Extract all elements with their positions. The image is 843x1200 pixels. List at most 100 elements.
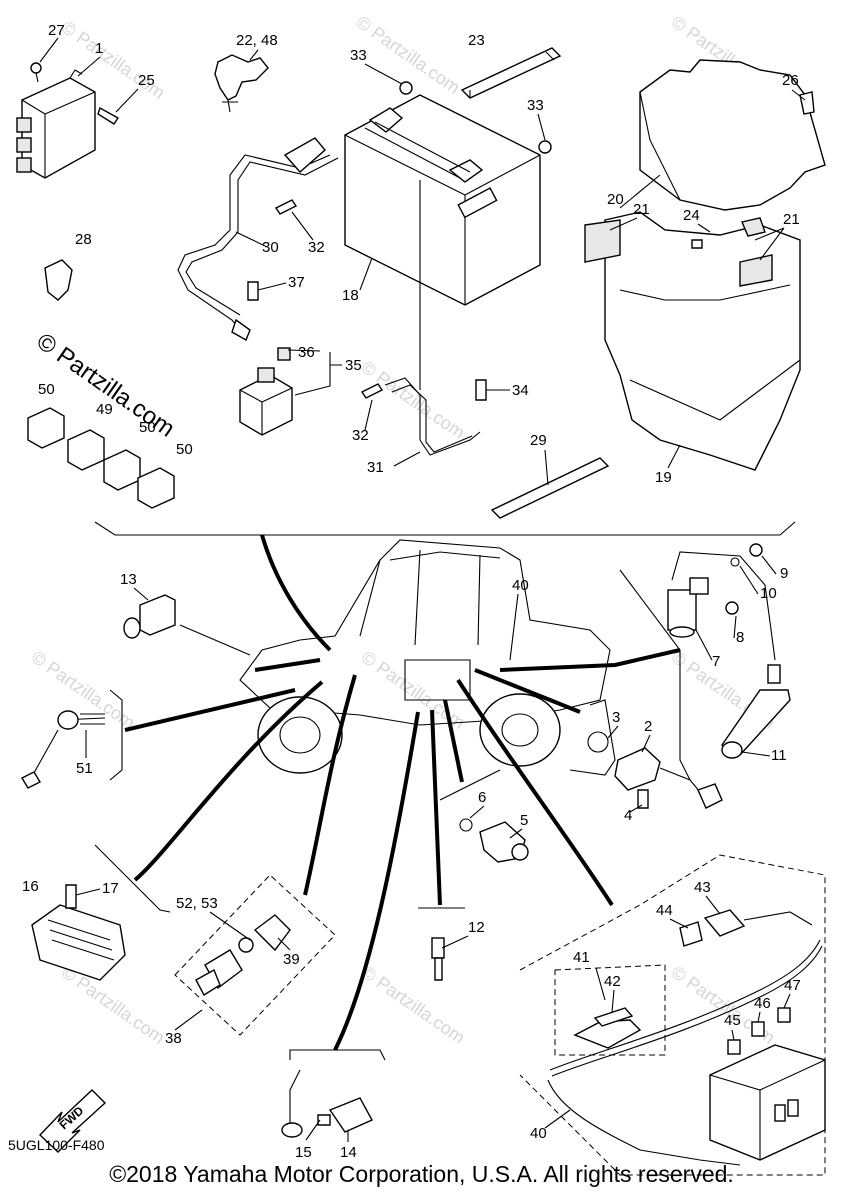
leader — [133, 680, 324, 882]
ignition-coil — [667, 551, 776, 661]
callout-47: 47 — [784, 977, 801, 994]
sensor-14 — [281, 1069, 373, 1138]
callout-42: 42 — [604, 973, 621, 990]
battery-tray — [584, 211, 801, 471]
fuse-47 — [777, 1007, 791, 1023]
callout-41: 41 — [573, 949, 590, 966]
callout-29: 29 — [530, 432, 547, 449]
nut-33 — [399, 81, 413, 95]
fuse-box — [709, 1044, 826, 1161]
spark-plug-12 — [431, 937, 445, 981]
leader — [260, 534, 332, 652]
callout-18: 18 — [342, 287, 359, 304]
bracket-51 — [109, 689, 123, 781]
sensor-51 — [21, 710, 106, 789]
copyright-text: ©2018 Yamaha Motor Corporation, U.S.A. A… — [109, 1161, 734, 1187]
callout-1: 1 — [95, 40, 103, 57]
callout-46: 46 — [754, 995, 771, 1012]
callout-37: 37 — [288, 274, 305, 291]
bracket-7-11 — [619, 569, 691, 781]
connector-50c — [137, 467, 175, 509]
bolt-27 — [30, 62, 42, 74]
callout-49: 49 — [96, 401, 113, 418]
battery-cable-30 — [177, 154, 331, 331]
group-41 — [554, 964, 666, 1056]
clip-28 — [44, 259, 73, 301]
callout-2: 2 — [644, 718, 652, 735]
watermark: © Partzilla.com — [58, 962, 169, 1048]
fuse-46 — [751, 1021, 765, 1037]
callout-9: 9 — [780, 565, 788, 582]
vehicle-outline — [239, 539, 611, 774]
callout-50: 50 — [38, 381, 55, 398]
cable-band-29 — [490, 457, 610, 519]
callout-30: 30 — [262, 239, 279, 256]
callout-14: 14 — [340, 1144, 357, 1161]
spark-plug-cap — [720, 664, 791, 759]
gasket-6 — [459, 818, 473, 832]
callout-32: 32 — [308, 239, 325, 256]
switch-13 — [123, 594, 176, 639]
callout-28: 28 — [75, 231, 92, 248]
callout-20: 20 — [607, 191, 624, 208]
callout-leaders — [39, 37, 806, 1142]
callout-44: 44 — [656, 902, 673, 919]
leader — [474, 668, 581, 714]
callout-27: 27 — [48, 22, 65, 39]
bolt-17 — [65, 884, 77, 909]
diagram-code: 5UGL100-F480 — [8, 1137, 105, 1153]
bolt-32b — [360, 383, 384, 399]
callout-50: 50 — [176, 441, 193, 458]
callout-52-53: 52, 53 — [176, 895, 218, 912]
battery — [344, 94, 541, 306]
starter-relay — [239, 347, 293, 436]
wire-harness — [547, 909, 823, 1166]
callout-6: 6 — [478, 789, 486, 806]
bracket-16 — [94, 844, 171, 913]
callout-40: 40 — [530, 1125, 547, 1142]
nut-33b — [538, 140, 552, 154]
sensor-2 — [614, 747, 723, 809]
callout-33: 33 — [527, 97, 544, 114]
callout-32: 32 — [352, 427, 369, 444]
callout-40: 40 — [512, 577, 529, 594]
callout-8: 8 — [736, 629, 744, 646]
bolt-32 — [274, 199, 298, 215]
callout-5: 5 — [520, 812, 528, 829]
bolt-9 — [749, 543, 763, 557]
leader — [303, 674, 357, 896]
callout-26: 26 — [782, 72, 799, 89]
bracket-2 — [569, 699, 616, 776]
callout-3: 3 — [612, 709, 620, 726]
battery-cover — [639, 59, 826, 211]
callout-31: 31 — [367, 459, 384, 476]
callout-35: 35 — [345, 357, 362, 374]
sensor-5 — [479, 821, 529, 863]
bolt-4 — [637, 789, 649, 809]
ecu-unit — [16, 69, 96, 179]
callouts: 27 1 25 22, 48 23 33 33 26 20 21 24 21 3… — [22, 22, 801, 1161]
leader — [333, 711, 420, 1051]
callout-43: 43 — [694, 879, 711, 896]
rectifier-16 — [31, 904, 126, 981]
bolt-37 — [247, 281, 259, 301]
callout-33: 33 — [350, 47, 367, 64]
callout-17: 17 — [102, 880, 119, 897]
bolt-8 — [725, 601, 739, 615]
leader — [499, 648, 681, 672]
connector-50b — [103, 449, 141, 491]
callout-22-48: 22, 48 — [236, 32, 278, 49]
leader — [443, 699, 464, 783]
battery-strap — [460, 47, 562, 99]
bracket-14 — [289, 1049, 386, 1061]
leader — [254, 658, 321, 672]
callout-50: 50 — [139, 419, 156, 436]
o-ring-3 — [587, 731, 609, 753]
bracket-5 — [439, 769, 501, 801]
watermark: © Partzilla.com — [358, 962, 469, 1048]
callout-4: 4 — [624, 807, 632, 824]
leader — [124, 688, 296, 732]
callout-12: 12 — [468, 919, 485, 936]
callout-45: 45 — [724, 1012, 741, 1029]
